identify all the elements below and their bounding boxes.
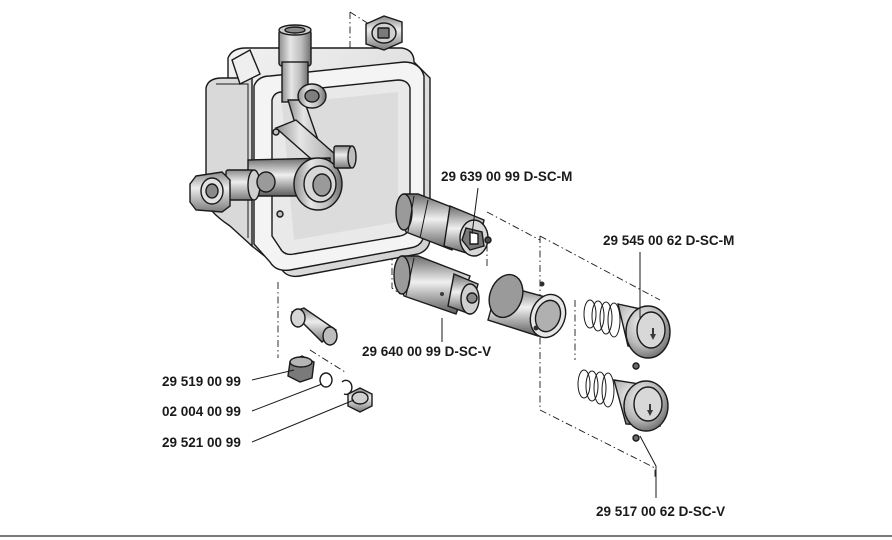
cartridge-d-sc-v bbox=[393, 255, 480, 315]
handle-d-sc-m bbox=[583, 299, 671, 370]
label-retaining-ring: 02 004 00 99 bbox=[162, 404, 241, 419]
threaded-nipple bbox=[290, 307, 338, 346]
label-cartridge-d-sc-v: 29 640 00 99 D-SC-V bbox=[362, 344, 491, 359]
footer-divider bbox=[0, 535, 892, 537]
label-cartridge-d-sc-m: 29 639 00 99 D-SC-M bbox=[441, 169, 572, 184]
label-handle-d-sc-m: 29 545 00 62 D-SC-M bbox=[603, 233, 734, 248]
valve-body bbox=[189, 24, 357, 218]
top-hex-plug bbox=[365, 15, 403, 51]
retaining-ring-part bbox=[319, 372, 353, 396]
leader-lines bbox=[251, 187, 657, 498]
sleeve bbox=[487, 273, 567, 339]
filter-part bbox=[287, 355, 315, 383]
handle-d-sc-v bbox=[577, 369, 669, 442]
label-handle-d-sc-v: 29 517 00 62 D-SC-V bbox=[596, 504, 725, 519]
plug-part bbox=[347, 387, 373, 413]
label-filter: 29 519 00 99 bbox=[162, 374, 241, 389]
label-plug: 29 521 00 99 bbox=[162, 435, 241, 450]
